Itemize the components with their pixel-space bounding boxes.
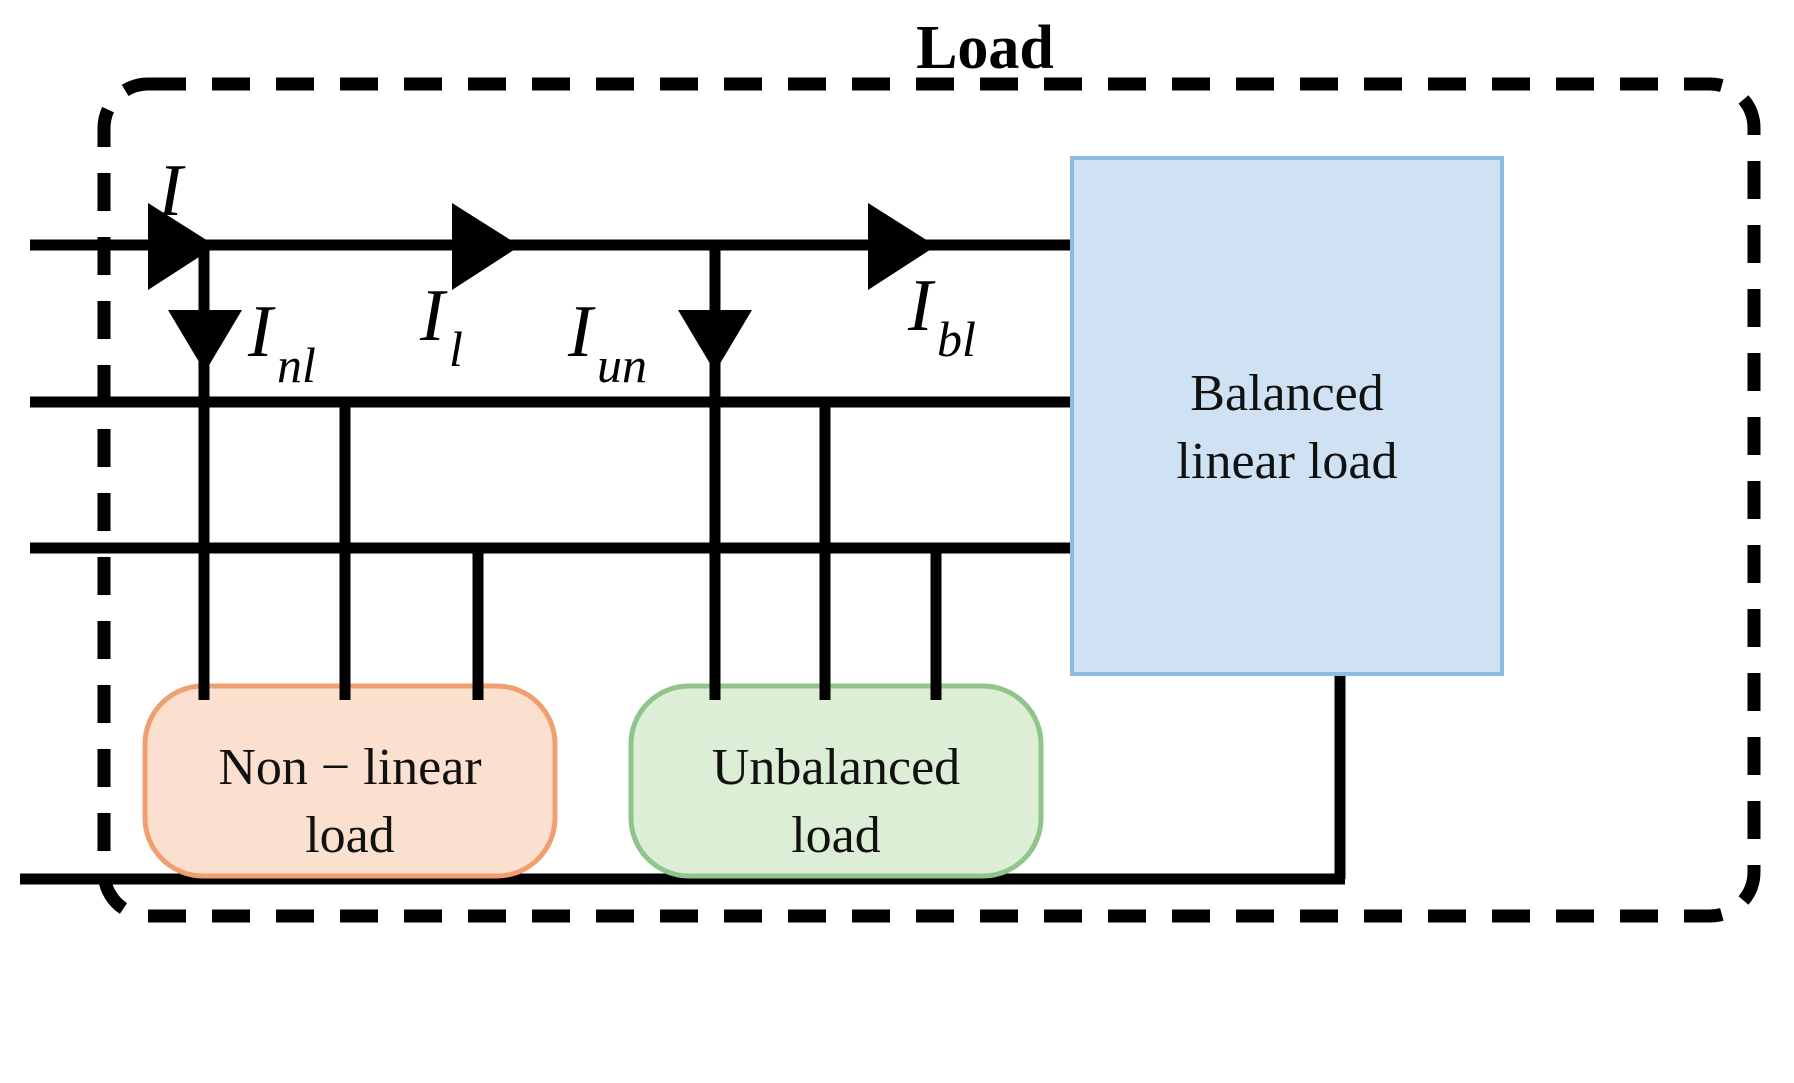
label-current-Il-sub: l [449,321,463,377]
label-current-Il: I l [419,275,463,377]
block-unbalanced-load[interactable] [628,683,1044,879]
arrow-current-I [148,203,216,290]
block-unbalanced-load-line2: load [791,807,881,864]
block-non-linear-load-line2: load [305,807,395,864]
load-boundary-dashed-rect [97,77,1761,923]
arrow-current-Iun [678,310,752,372]
arrow-current-Il [452,203,520,290]
label-current-Inl-base: I [247,291,276,373]
label-current-Iun-base: I [567,291,596,373]
diagram-title: Load [916,14,1054,82]
block-balanced-linear-load-line2: linear load [1177,433,1398,490]
label-current-Inl-sub: nl [277,337,316,393]
block-balanced-linear-load[interactable] [1070,156,1504,676]
label-current-Iun-sub: un [597,337,647,393]
arrow-current-Inl [168,310,242,372]
label-current-Iun: I un [567,291,647,393]
label-current-Ibl-base: I [907,265,936,347]
block-balanced-linear-load-line1: Balanced [1190,365,1383,422]
label-current-Ibl-sub: bl [937,311,976,367]
block-unbalanced-load-line1: Unbalanced [712,739,960,796]
label-current-I-base: I [157,150,186,232]
label-current-Il-base: I [419,275,448,357]
label-current-Inl: I nl [247,291,316,393]
label-current-Ibl: I bl [907,265,976,367]
block-non-linear-load-line1: Non − linear [218,739,481,796]
label-current-I: I [157,150,186,232]
arrow-current-Ibl [868,203,936,290]
